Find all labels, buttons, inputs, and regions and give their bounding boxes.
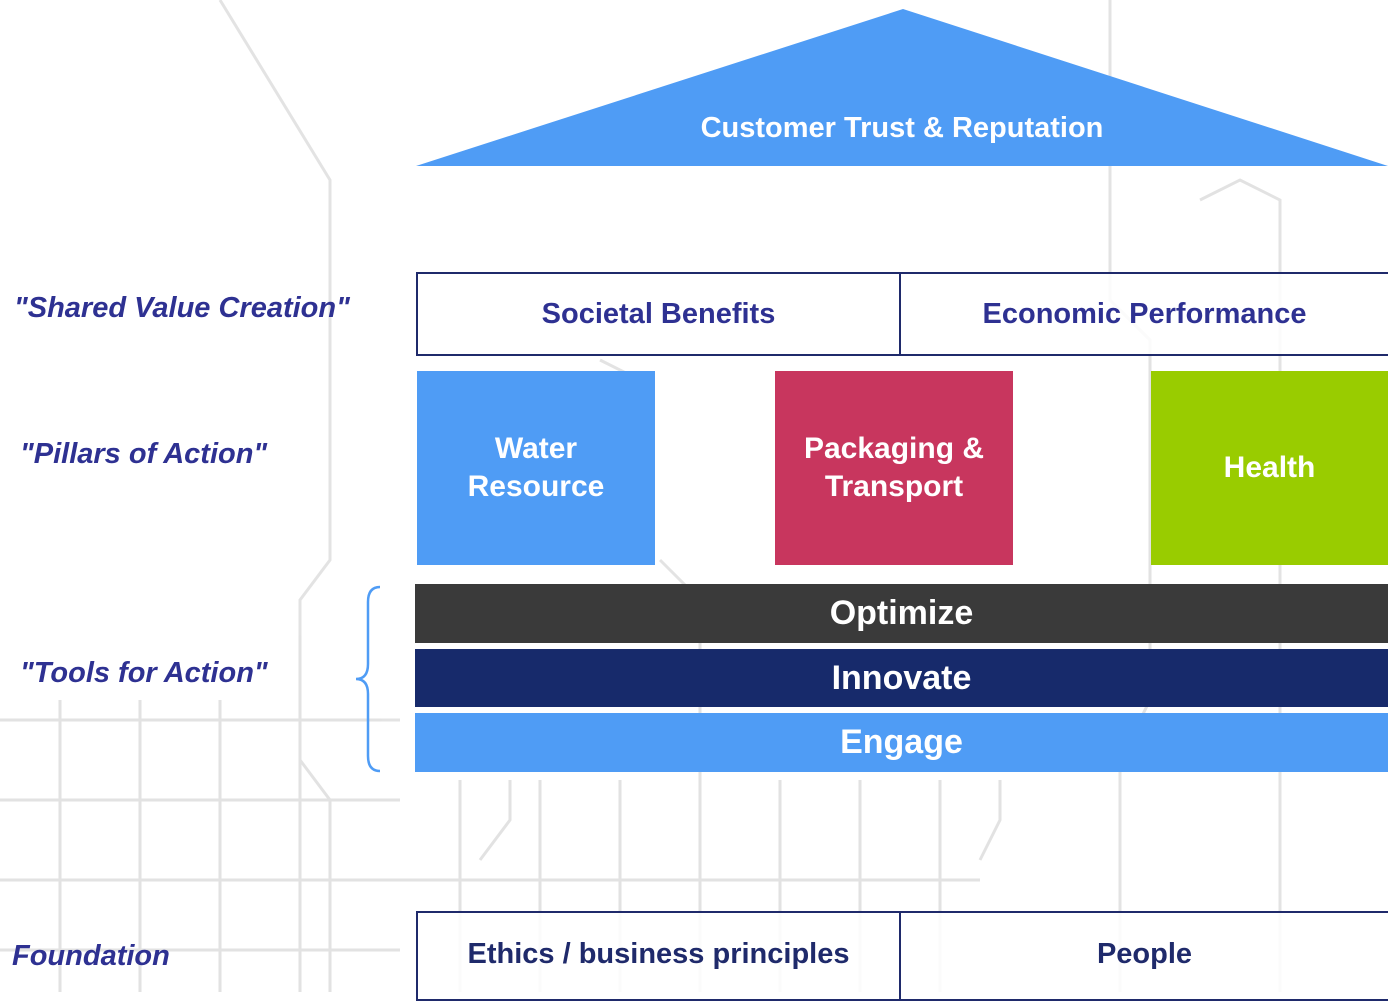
pillar-health: Health bbox=[1151, 371, 1388, 565]
pillar-packaging-transport: Packaging & Transport bbox=[775, 371, 1013, 565]
label-tools-for-action: "Tools for Action" bbox=[20, 657, 268, 689]
curly-brace-icon bbox=[355, 585, 381, 773]
societal-benefits-box: Societal Benefits bbox=[416, 272, 901, 356]
label-shared-value-creation: "Shared Value Creation" bbox=[14, 292, 350, 324]
pillar-water-resource: Water Resource bbox=[417, 371, 655, 565]
tool-optimize: Optimize bbox=[415, 584, 1388, 643]
label-foundation: Foundation bbox=[12, 940, 170, 972]
economic-performance-box: Economic Performance bbox=[899, 272, 1388, 356]
roof-label: Customer Trust & Reputation bbox=[700, 111, 1104, 144]
foundation-ethics-box: Ethics / business principles bbox=[416, 911, 901, 1001]
foundation-people-box: People bbox=[899, 911, 1388, 1001]
label-pillars-of-action: "Pillars of Action" bbox=[20, 438, 268, 470]
tool-engage: Engage bbox=[415, 713, 1388, 772]
tool-innovate: Innovate bbox=[415, 649, 1388, 707]
